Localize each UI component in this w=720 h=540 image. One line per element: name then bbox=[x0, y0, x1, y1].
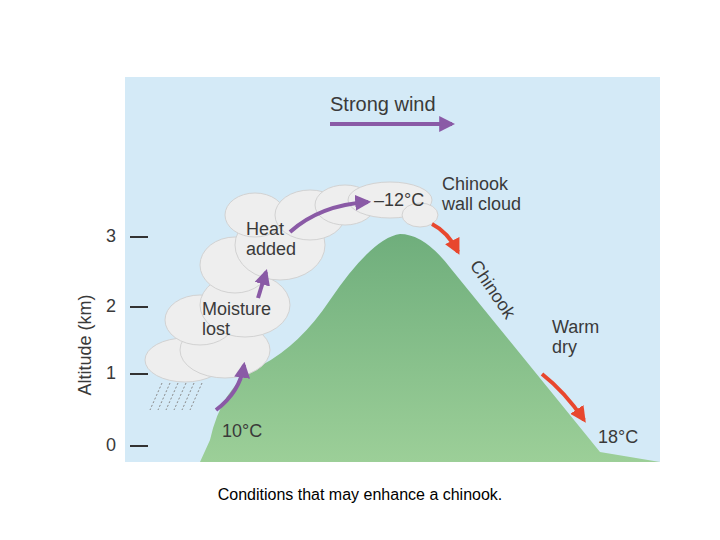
cloud-bank bbox=[145, 182, 438, 382]
sky-panel bbox=[125, 77, 660, 462]
tick-label: 0 bbox=[106, 436, 116, 456]
axis-ticks bbox=[130, 237, 148, 446]
temperature-label: 10°C bbox=[222, 422, 262, 442]
wind-label: Strong wind bbox=[330, 93, 436, 115]
process-label: Moisture lost bbox=[202, 300, 282, 340]
rain-streaks bbox=[150, 383, 202, 410]
figure-caption: Conditions that may enhance a chinook. bbox=[0, 486, 720, 504]
axis-title: Altitude (km) bbox=[76, 294, 96, 395]
process-label: Heat added bbox=[246, 220, 318, 260]
temperature-label: –12°C bbox=[374, 191, 424, 211]
airflow-arrows bbox=[216, 124, 452, 410]
temperature-label: 18°C bbox=[598, 428, 638, 448]
air-label: Warm dry bbox=[552, 318, 612, 358]
tick-label: 3 bbox=[106, 227, 116, 247]
tick-label: 2 bbox=[106, 297, 116, 317]
tick-label: 1 bbox=[106, 364, 116, 384]
cloud-label: Chinook wall cloud bbox=[442, 175, 542, 215]
